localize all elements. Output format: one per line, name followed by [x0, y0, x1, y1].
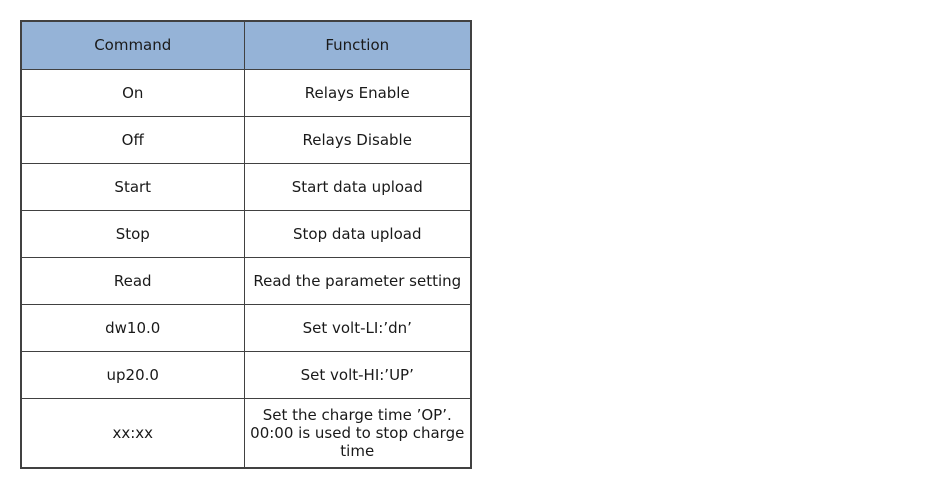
function-cell: Start data upload	[243, 162, 472, 211]
command-cell: Stop	[20, 209, 245, 258]
function-cell: Set volt-HI:’UP’	[243, 350, 472, 399]
function-cell: Relays Disable	[243, 115, 472, 164]
function-cell: Stop data upload	[243, 209, 472, 258]
table-header-row: Command Function	[20, 20, 472, 70]
function-cell: Read the parameter setting	[243, 256, 472, 305]
command-cell: Read	[20, 256, 245, 305]
function-cell: Relays Enable	[243, 68, 472, 117]
column-header-command: Command	[20, 20, 245, 70]
command-cell: Start	[20, 162, 245, 211]
column-header-function: Function	[243, 20, 472, 70]
command-cell: Off	[20, 115, 245, 164]
function-cell: Set the charge time ’OP’. 00:00 is used …	[243, 397, 472, 469]
command-cell: On	[20, 68, 245, 117]
command-cell: dw10.0	[20, 303, 245, 352]
command-cell: up20.0	[20, 350, 245, 399]
command-cell: xx:xx	[20, 397, 245, 469]
function-cell: Set volt-LI:’dn’	[243, 303, 472, 352]
